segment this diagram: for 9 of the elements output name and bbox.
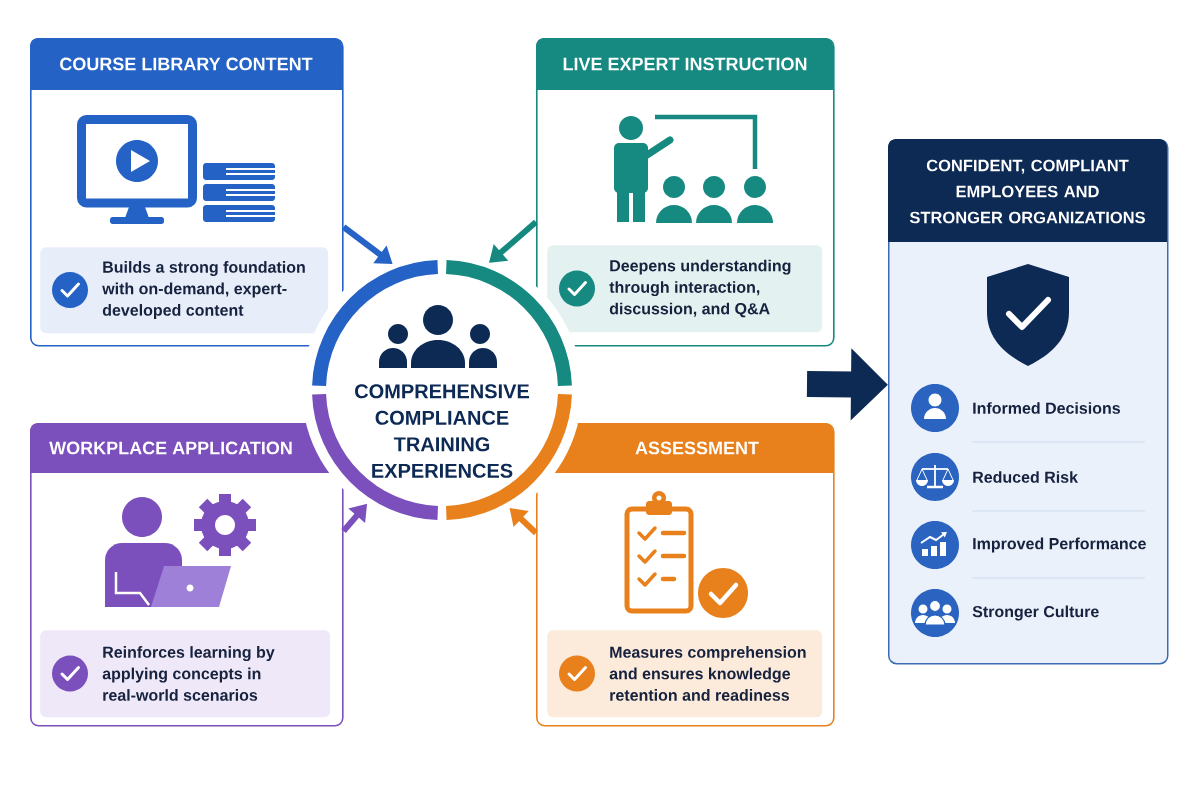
arrow [489, 219, 538, 263]
benefit-label: Reduced Risk [973, 471, 1078, 483]
info-box: Deepens understanding through interaction, discussion, and Q&A [547, 245, 823, 333]
info-box: Builds a strong foundation with on-demand, expert-developed content [40, 247, 329, 334]
info-box: Reinforces learning by applying concepts in real-world scenarios [40, 630, 331, 718]
info-box: Measures comprehension and ensures knowledge retention and readiness [547, 630, 823, 718]
benefit-label: Improved Performance [973, 537, 1146, 553]
benefit-label: Informed Decisions [973, 402, 1120, 414]
benefit-label: Stronger Culture [972, 605, 1099, 621]
